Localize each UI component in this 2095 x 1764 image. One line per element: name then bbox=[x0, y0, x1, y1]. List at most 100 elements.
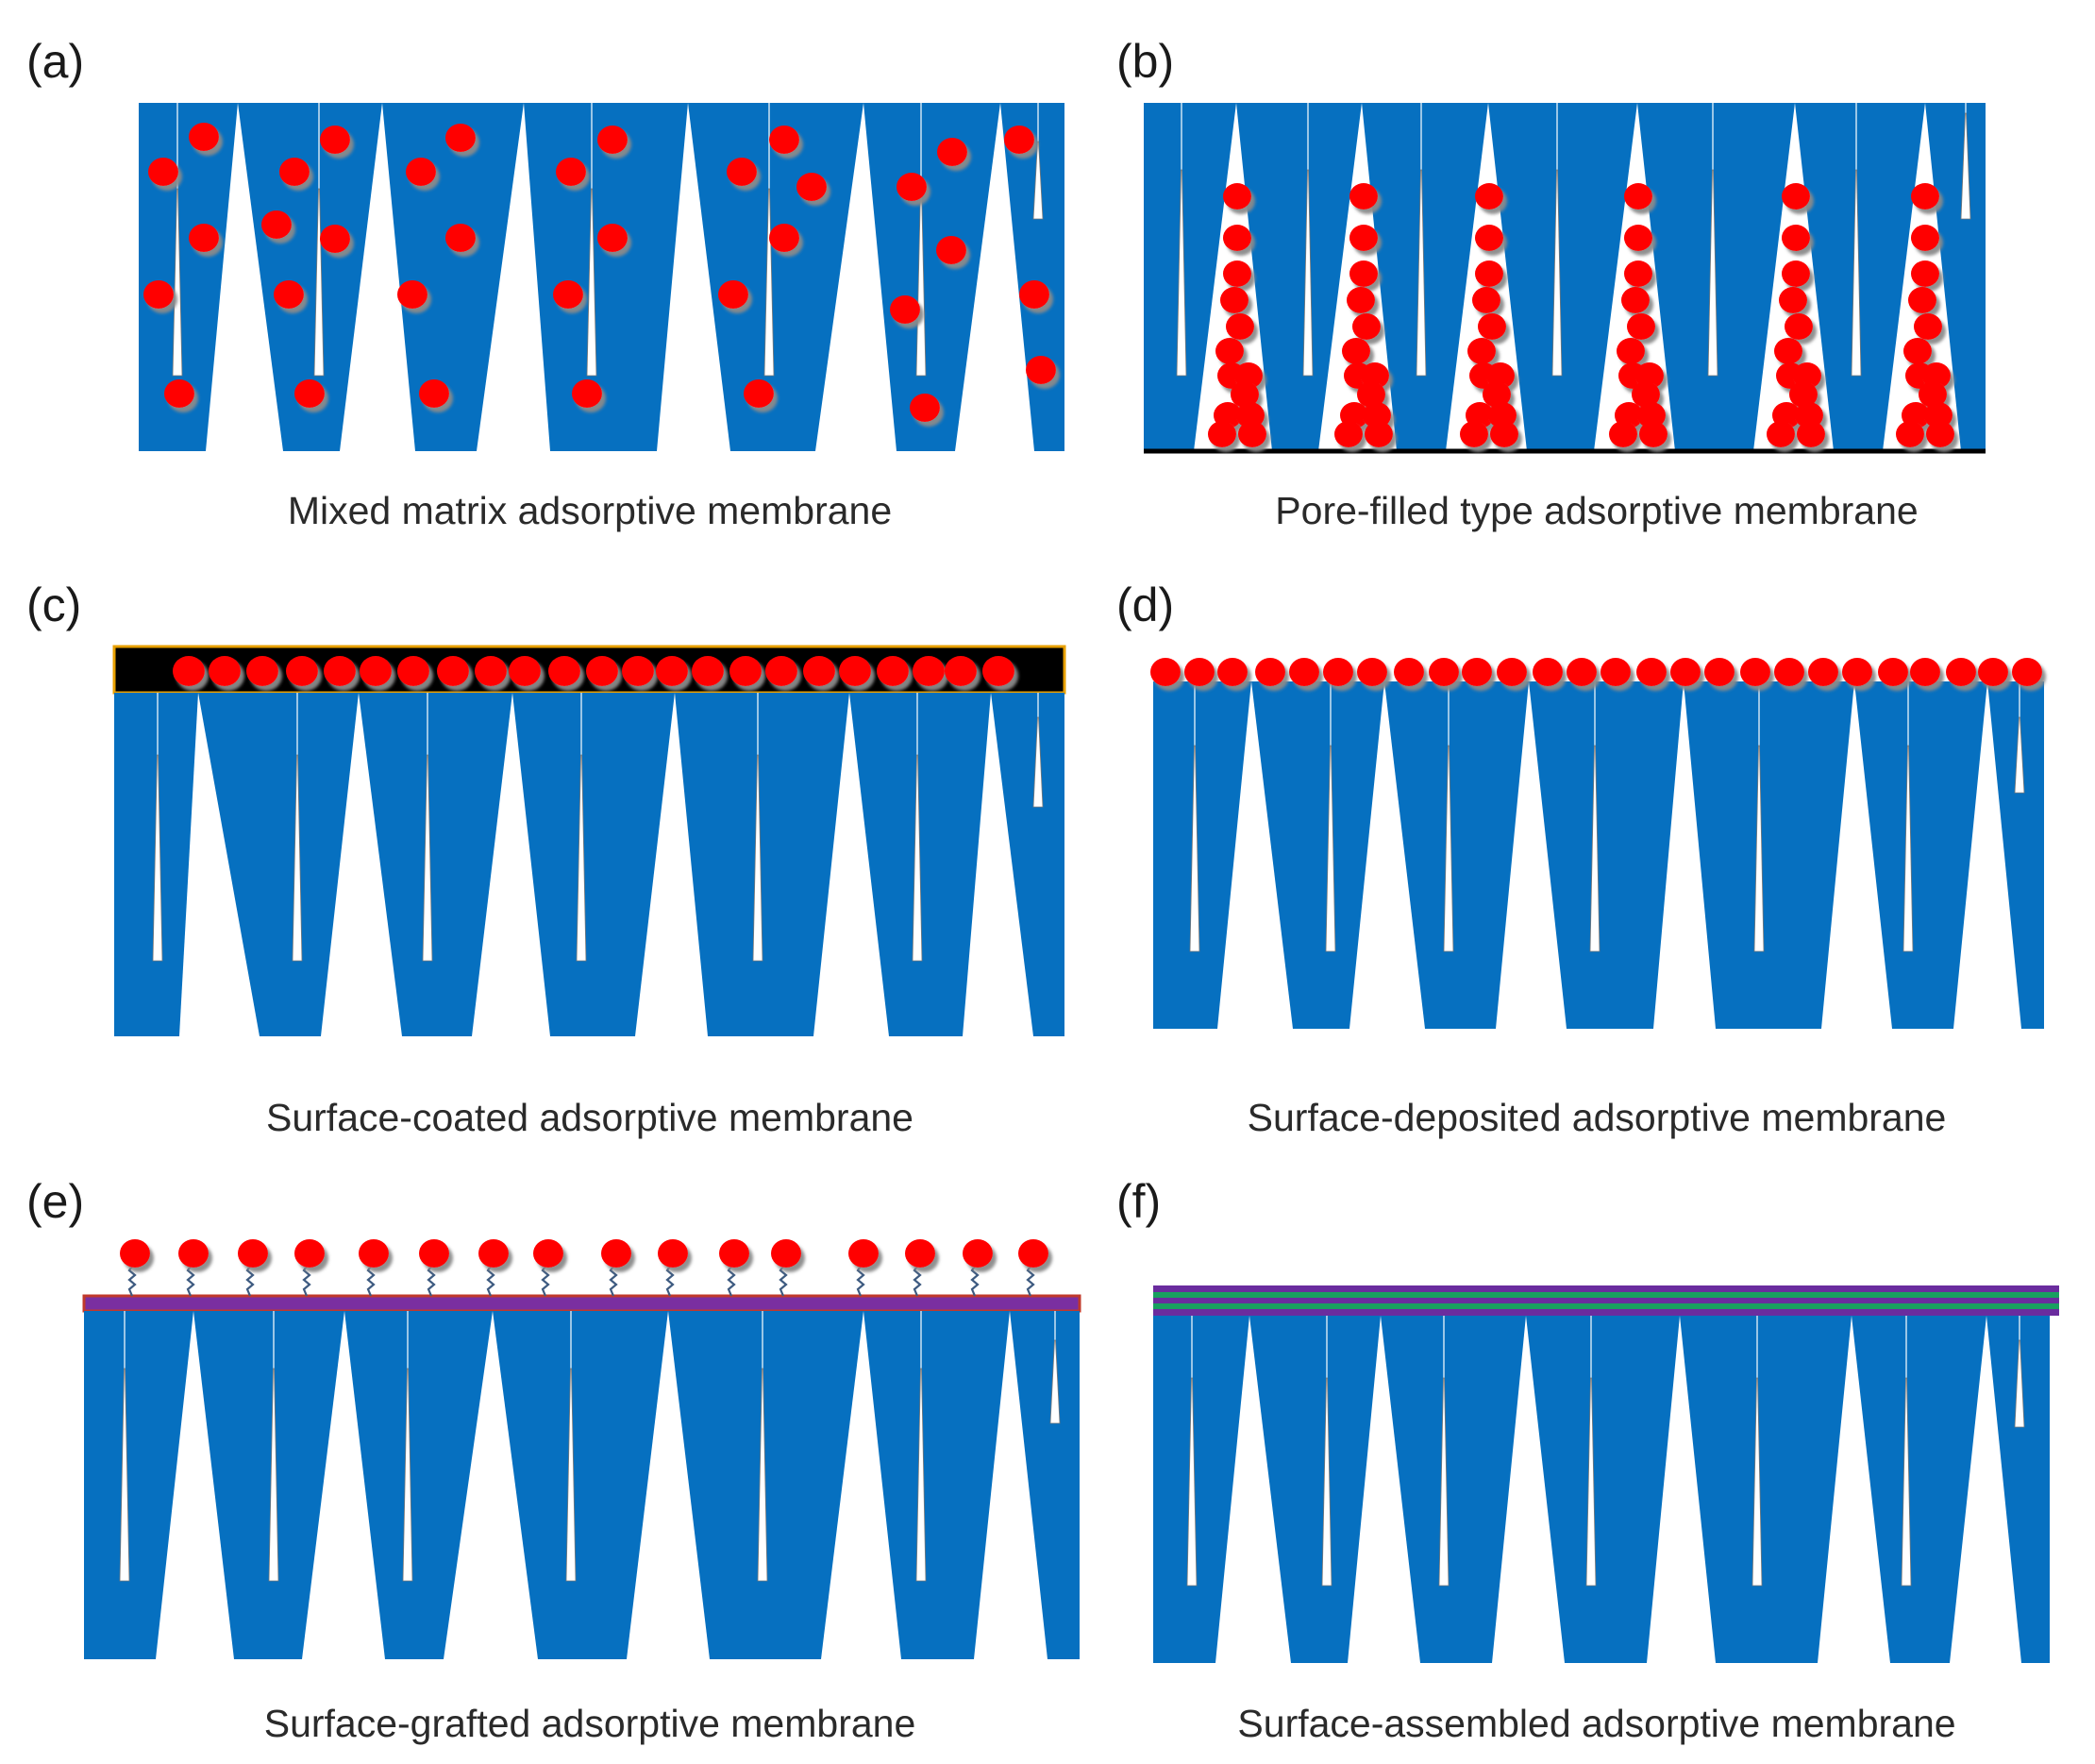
membrane-slit bbox=[1851, 169, 1862, 377]
membrane-pore bbox=[302, 1311, 385, 1659]
caption-c: Surface-coated adsorptive membrane bbox=[266, 1096, 913, 1139]
adsorbent-particle bbox=[601, 1239, 631, 1268]
adsorbent-particle bbox=[2012, 658, 2042, 686]
graft-chain bbox=[665, 1264, 675, 1297]
membrane-slit bbox=[1585, 1377, 1597, 1587]
membrane-pore bbox=[635, 693, 708, 1036]
assembled-layer-2 bbox=[1153, 1292, 2059, 1298]
adsorbent-particle bbox=[1624, 225, 1652, 251]
membrane-pore bbox=[1496, 681, 1567, 1029]
adsorbent-particle bbox=[189, 123, 219, 151]
membrane-pore bbox=[955, 103, 1034, 451]
adsorbent-particle bbox=[1774, 338, 1802, 364]
adsorbent-particle bbox=[1779, 287, 1807, 313]
membrane-pore bbox=[1647, 1316, 1716, 1663]
adsorbent-particle bbox=[294, 379, 325, 408]
adsorbent-particle bbox=[360, 656, 392, 686]
adsorbent-particle bbox=[622, 656, 654, 686]
adsorbent-particle bbox=[1497, 658, 1527, 686]
membrane-structure-c bbox=[114, 693, 1064, 1036]
adsorbent-particle bbox=[1483, 381, 1511, 408]
particles-c bbox=[173, 656, 1014, 686]
adsorbent-particle bbox=[1478, 313, 1506, 340]
membrane-slit bbox=[1049, 1339, 1061, 1424]
adsorbent-particle bbox=[1878, 658, 1908, 686]
graft-chain bbox=[486, 1264, 495, 1297]
graft-chain bbox=[427, 1264, 436, 1297]
adsorbent-particle bbox=[548, 656, 580, 686]
adsorbent-particle bbox=[556, 158, 586, 186]
adsorbent-particle bbox=[1704, 658, 1735, 686]
adsorbent-particle bbox=[164, 379, 194, 408]
adsorbent-particle bbox=[1740, 658, 1770, 686]
membrane-slit bbox=[915, 1368, 927, 1582]
membrane-slit bbox=[1416, 169, 1427, 377]
membrane-slit bbox=[2014, 1339, 2025, 1428]
adsorbent-particle bbox=[1352, 313, 1381, 340]
adsorbent-particle bbox=[769, 224, 799, 252]
graft-chain bbox=[245, 1264, 255, 1297]
adsorbent-particle bbox=[1223, 225, 1251, 251]
adsorbent-particle bbox=[1621, 287, 1650, 313]
adsorbent-particle bbox=[553, 280, 583, 309]
membrane-slit bbox=[1960, 112, 1971, 220]
panel-letter-a: (a) bbox=[26, 35, 84, 88]
membrane-pore bbox=[472, 693, 550, 1036]
adsorbent-particle bbox=[1231, 381, 1259, 408]
adsorbent-particle bbox=[178, 1239, 209, 1268]
graft-chain bbox=[913, 1264, 922, 1297]
membrane-slit bbox=[1438, 1377, 1450, 1587]
adsorbent-particle bbox=[771, 1239, 801, 1268]
adsorbent-particle bbox=[1357, 658, 1387, 686]
membrane-slab bbox=[1153, 1316, 2050, 1663]
adsorbent-particle bbox=[586, 656, 618, 686]
membrane-pore bbox=[321, 693, 402, 1036]
adsorbent-particle bbox=[1670, 658, 1701, 686]
membrane-slit bbox=[268, 1368, 279, 1582]
adsorbent-particle bbox=[238, 1239, 268, 1268]
graft-chain bbox=[366, 1264, 376, 1297]
adsorbent-particle bbox=[803, 656, 835, 686]
panel-letter-c: (c) bbox=[26, 579, 81, 631]
adsorbent-particle bbox=[1004, 126, 1034, 154]
membrane-slab bbox=[84, 1311, 1080, 1659]
adsorbent-particle bbox=[1601, 658, 1631, 686]
adsorbent-particle bbox=[1911, 225, 1939, 251]
adsorbent-particle bbox=[1334, 421, 1363, 447]
adsorbent-particle bbox=[359, 1239, 389, 1268]
adsorbent-particle bbox=[1365, 421, 1393, 447]
caption-d: Surface-deposited adsorptive membrane bbox=[1248, 1096, 1947, 1139]
adsorbent-particle bbox=[445, 224, 476, 252]
adsorbent-particle bbox=[769, 126, 799, 154]
adsorbent-particle bbox=[1617, 338, 1645, 364]
adsorbent-particle bbox=[1289, 658, 1319, 686]
adsorbent-particle bbox=[890, 295, 920, 324]
adsorbent-particle bbox=[1460, 421, 1488, 447]
membrane-slit bbox=[912, 754, 923, 962]
adsorbent-particle bbox=[692, 656, 724, 686]
adsorbent-particle bbox=[294, 1239, 325, 1268]
membrane-slit bbox=[1321, 1377, 1332, 1587]
adsorbent-particle bbox=[744, 379, 774, 408]
adsorbent-particle bbox=[905, 1239, 935, 1268]
adsorbent-particle bbox=[945, 656, 977, 686]
adsorbent-particle bbox=[727, 158, 757, 186]
adsorbent-particle bbox=[1475, 225, 1503, 251]
adsorbent-particle bbox=[1475, 183, 1503, 210]
membrane-slit bbox=[1189, 745, 1200, 952]
adsorbent-particle bbox=[1624, 183, 1652, 210]
adsorbent-particle bbox=[897, 173, 927, 201]
adsorbent-particle bbox=[1255, 658, 1285, 686]
adsorbent-particle bbox=[419, 1239, 449, 1268]
adsorbent-particle bbox=[1342, 338, 1370, 364]
adsorbent-particle bbox=[1150, 658, 1181, 686]
adsorbent-particle bbox=[279, 158, 310, 186]
adsorbent-particle bbox=[1911, 183, 1939, 210]
adsorbent-particle bbox=[1767, 421, 1795, 447]
adsorbent-particle bbox=[1429, 658, 1459, 686]
adsorbent-particle bbox=[478, 1239, 509, 1268]
membrane-pore bbox=[815, 103, 897, 451]
membrane-pore bbox=[974, 1311, 1048, 1659]
graft-chain bbox=[727, 1264, 736, 1297]
caption-a: Mixed matrix adsorptive membrane bbox=[288, 489, 892, 532]
